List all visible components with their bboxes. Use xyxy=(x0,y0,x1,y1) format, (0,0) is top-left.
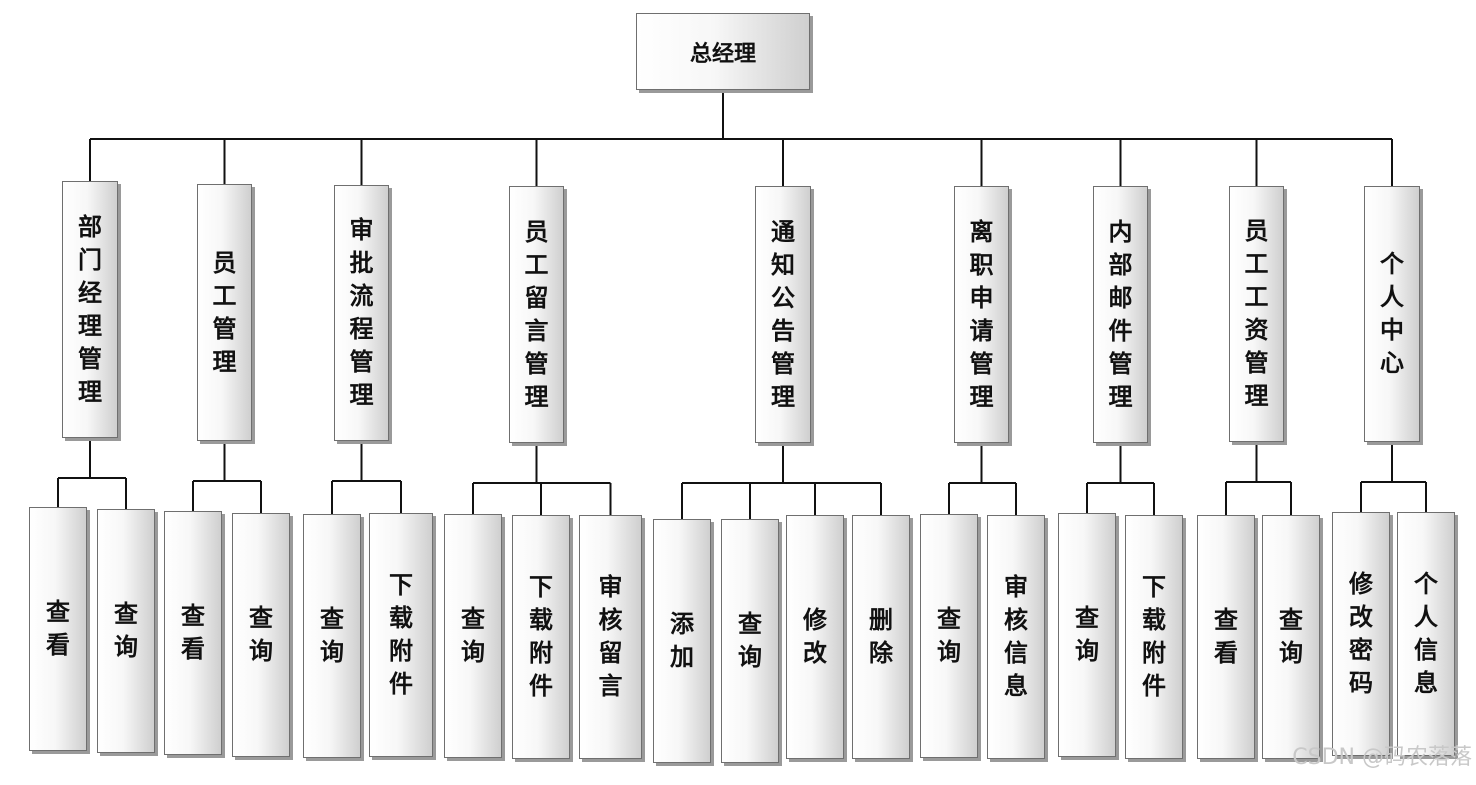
function-box-2-0: 查询 xyxy=(303,514,361,758)
module-box-2-label: 审批流程管理 xyxy=(349,216,374,409)
module-box-4-label: 通知公告管理 xyxy=(771,217,795,411)
function-box-8-1: 个人信息 xyxy=(1397,512,1455,756)
watermark: CSDN @码农落落 xyxy=(1292,745,1472,770)
function-box-4-2-label: 修改 xyxy=(803,606,827,667)
function-box-6-0-label: 查询 xyxy=(1075,604,1099,665)
function-box-3-1-label: 下载附件 xyxy=(529,573,553,700)
function-box-2-0-label: 查询 xyxy=(320,605,344,666)
module-box-0-label: 部门经理管理 xyxy=(78,212,102,406)
module-box-7-label: 员工工资管理 xyxy=(1244,217,1269,410)
function-box-4-0-label: 添加 xyxy=(670,610,694,671)
function-box-4-3-label: 删除 xyxy=(869,606,893,667)
module-box-7: 员工工资管理 xyxy=(1229,186,1284,442)
function-box-7-1-label: 查询 xyxy=(1279,606,1303,667)
function-box-2-1-label: 下载附件 xyxy=(389,571,413,698)
module-box-6: 内部邮件管理 xyxy=(1093,186,1148,443)
function-box-3-2-label: 审核留言 xyxy=(598,573,623,700)
module-box-5: 离职申请管理 xyxy=(954,186,1009,443)
function-box-7-0: 查看 xyxy=(1197,515,1255,759)
function-box-4-2: 修改 xyxy=(786,515,844,759)
module-box-1-label: 员工管理 xyxy=(212,248,237,376)
module-box-6-label: 内部邮件管理 xyxy=(1108,217,1133,411)
function-box-5-1-label: 审核信息 xyxy=(1004,573,1028,700)
function-box-6-1: 下载附件 xyxy=(1125,515,1183,759)
function-box-6-1-label: 下载附件 xyxy=(1142,573,1166,700)
function-box-5-0: 查询 xyxy=(920,514,978,758)
module-box-8-label: 个人中心 xyxy=(1380,250,1404,377)
function-box-5-0-label: 查询 xyxy=(937,605,961,666)
function-box-1-1-label: 查询 xyxy=(249,604,273,665)
module-box-5-label: 离职申请管理 xyxy=(969,217,994,411)
function-box-7-1: 查询 xyxy=(1262,515,1320,759)
function-box-8-0: 修改密码 xyxy=(1332,512,1390,756)
module-box-1: 员工管理 xyxy=(197,184,252,441)
root-node: 总经理 xyxy=(636,13,810,90)
function-box-3-1: 下载附件 xyxy=(512,515,570,759)
function-box-3-0: 查询 xyxy=(444,514,502,758)
module-box-3-label: 员工留言管理 xyxy=(524,217,549,411)
function-box-3-2: 审核留言 xyxy=(579,515,642,759)
function-box-2-1: 下载附件 xyxy=(369,513,433,757)
module-box-3: 员工留言管理 xyxy=(509,186,564,443)
root-label: 总经理 xyxy=(689,41,756,67)
function-box-8-1-label: 个人信息 xyxy=(1414,570,1438,697)
module-box-0: 部门经理管理 xyxy=(62,181,118,438)
module-box-2: 审批流程管理 xyxy=(334,185,389,441)
function-box-4-1-label: 查询 xyxy=(738,610,762,671)
function-box-4-0: 添加 xyxy=(653,519,711,763)
function-box-3-0-label: 查询 xyxy=(461,605,485,666)
function-box-4-3: 删除 xyxy=(852,515,910,759)
function-box-1-0-label: 查看 xyxy=(181,602,205,663)
module-box-4: 通知公告管理 xyxy=(755,186,811,443)
function-box-8-0-label: 修改密码 xyxy=(1349,570,1373,697)
function-box-5-1: 审核信息 xyxy=(987,515,1045,759)
function-box-0-1: 查询 xyxy=(97,509,155,753)
function-box-0-0-label: 查看 xyxy=(46,598,70,659)
function-box-6-0: 查询 xyxy=(1058,513,1116,757)
function-box-4-1: 查询 xyxy=(721,519,779,763)
function-box-1-1: 查询 xyxy=(232,513,290,757)
function-box-0-1-label: 查询 xyxy=(114,600,138,661)
function-box-1-0: 查看 xyxy=(164,511,222,755)
function-box-0-0: 查看 xyxy=(29,507,87,751)
function-box-7-0-label: 查看 xyxy=(1214,606,1238,667)
module-box-8: 个人中心 xyxy=(1364,186,1420,442)
